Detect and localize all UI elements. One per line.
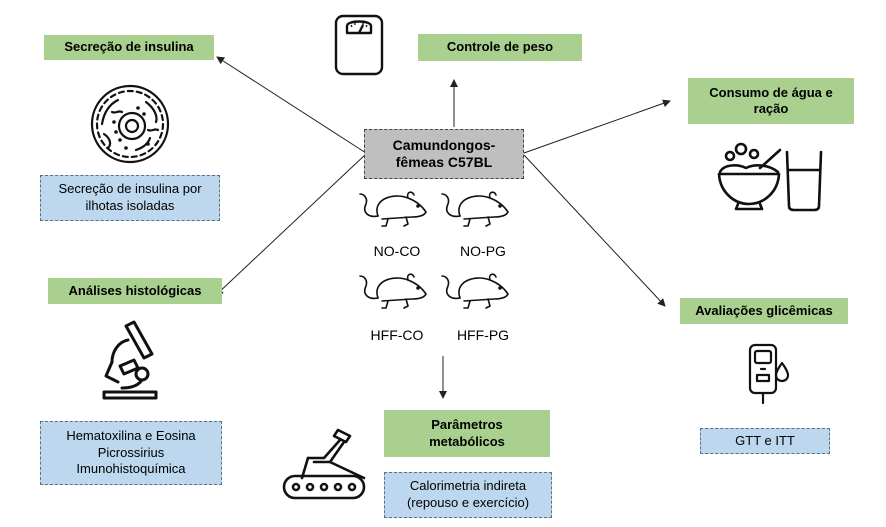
arrow-to-histology: [215, 153, 367, 296]
glycemic-desc-box: GTT e ITT: [700, 428, 830, 454]
arrow-to-secretion: [216, 56, 367, 154]
treadmill-icon: [282, 428, 366, 500]
consumption-title-line-2: ração: [753, 101, 789, 116]
metabolic-desc-line-1: Calorimetria indireta: [409, 478, 527, 494]
arrow-to-glycemic: [523, 154, 666, 307]
secretion-title: Secreção de insulina: [64, 39, 194, 55]
weight-title: Controle de peso: [446, 39, 554, 55]
secretion-desc-box: Secreção de insulina por ilhotas isolada…: [40, 175, 220, 221]
food-and-water-icon: [717, 142, 823, 212]
metabolic-desc-line-2: (repouso e exercício): [406, 495, 530, 510]
histology-title: Análises histológicas: [68, 282, 202, 298]
histology-desc-line-2: Picrossirius: [97, 444, 165, 460]
consumption-title-line-1: Consumo de água e: [709, 84, 833, 100]
histology-title-box: Análises histológicas: [48, 278, 222, 304]
mouse-icon: [359, 273, 427, 309]
mouse-icon: [441, 191, 509, 227]
secretion-title-box: Secreção de insulina: [44, 35, 214, 60]
group-label-hff-pg: HFF-PG: [456, 327, 510, 343]
metabolic-desc-box: Calorimetria indireta (repouso e exercíc…: [384, 472, 552, 518]
group-label-no-pg: NO-PG: [460, 243, 506, 259]
mouse-icon: [359, 191, 427, 227]
glycemic-title: Avaliações glicêmicas: [695, 302, 833, 318]
arrow-to-consumption: [523, 99, 671, 154]
weight-title-box: Controle de peso: [418, 34, 582, 61]
cell-icon: [90, 84, 170, 164]
center-line-2: fêmeas C57BL: [395, 154, 493, 170]
group-label-hff-co: HFF-CO: [370, 327, 424, 343]
metabolic-title-line-2: metabólicos: [429, 433, 505, 449]
center-line-1: Camundongos-: [392, 136, 496, 153]
histology-desc-box: Hematoxilina e Eosina Picrossirius Imuno…: [40, 421, 222, 485]
group-label-no-co: NO-CO: [373, 243, 421, 259]
histology-desc-line-1: Hematoxilina e Eosina: [66, 427, 196, 443]
microscope-icon: [102, 320, 158, 400]
scale-icon: [334, 14, 384, 76]
center-box: Camundongos- fêmeas C57BL: [364, 129, 524, 179]
glucometer-icon: [748, 343, 790, 405]
glycemic-desc: GTT e ITT: [735, 432, 795, 448]
secretion-desc-line-1: Secreção de insulina por: [58, 181, 202, 197]
glycemic-title-box: Avaliações glicêmicas: [680, 298, 848, 324]
metabolic-title-box: Parâmetros metabólicos: [384, 410, 550, 457]
histology-desc-line-3: Imunohistoquímica: [76, 461, 186, 477]
secretion-desc-line-2: ilhotas isoladas: [85, 198, 175, 213]
mouse-icon: [441, 273, 509, 309]
metabolic-title-line-1: Parâmetros: [431, 417, 503, 433]
consumption-title-box: Consumo de água e ração: [688, 78, 854, 124]
